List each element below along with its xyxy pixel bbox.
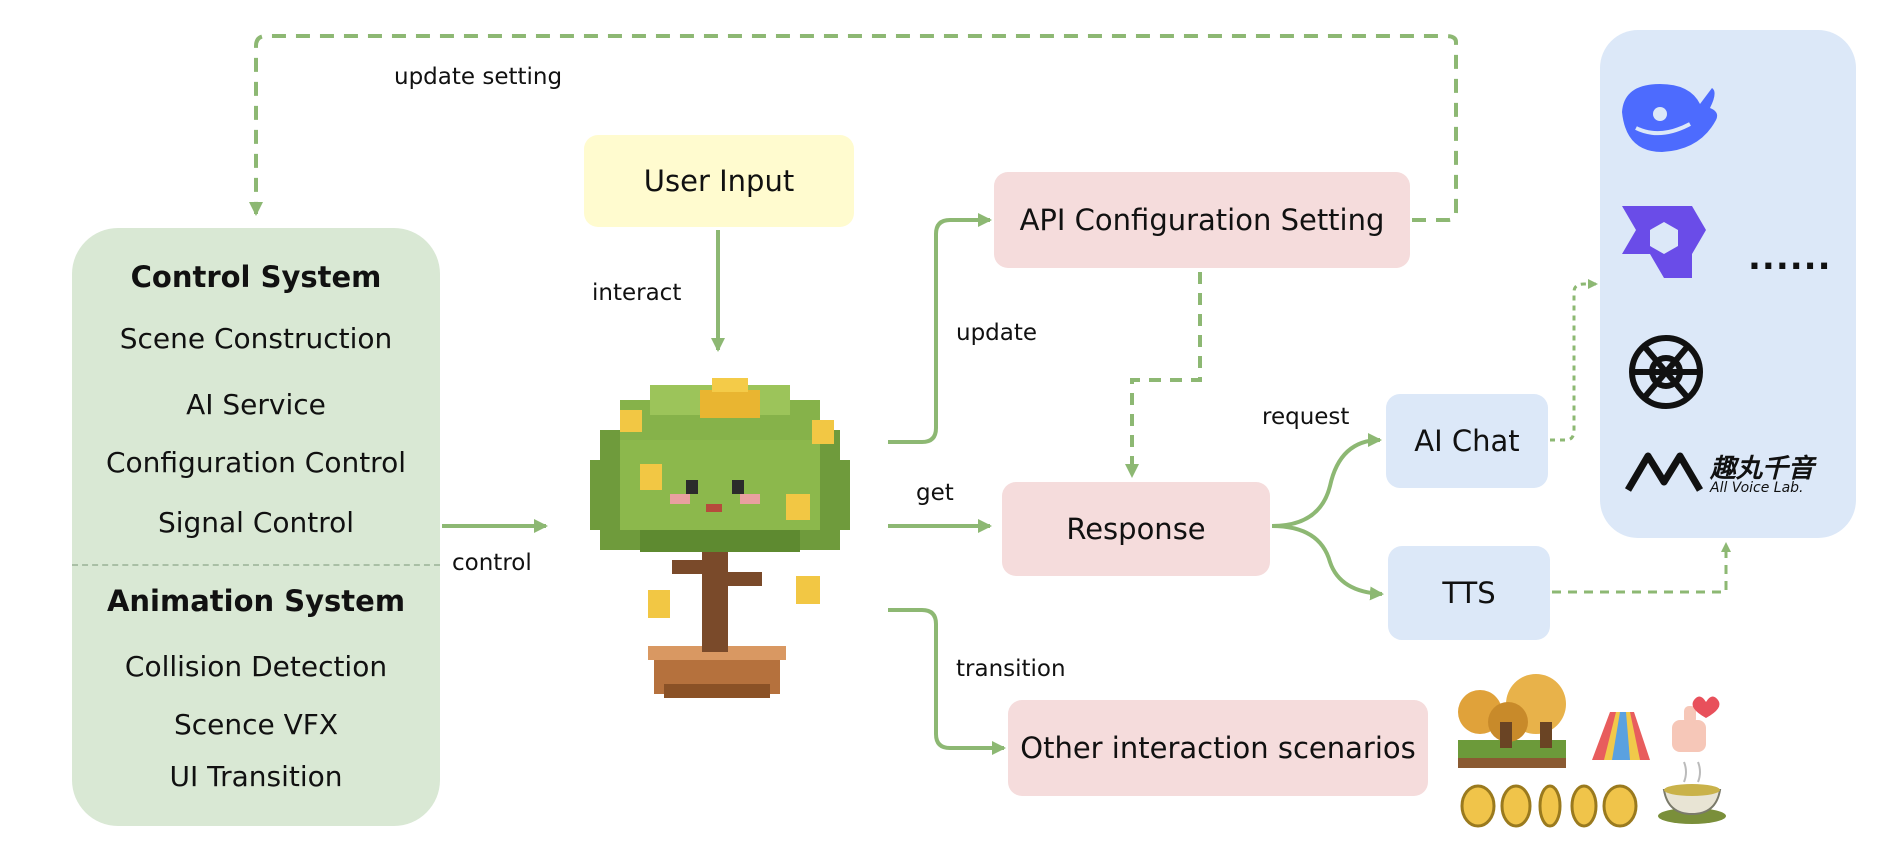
label-transition: transition <box>956 656 1066 682</box>
allvoice-logo-icon <box>1624 452 1704 492</box>
edge-update <box>888 213 992 444</box>
edge-update-setting <box>249 34 1458 222</box>
other-scenarios-node: Other interaction scenarios <box>1008 700 1428 796</box>
thumbs-up-heart-icon <box>1672 696 1720 752</box>
edge-aichat-to-providers <box>1550 279 1598 442</box>
tree-character-icon <box>590 378 850 698</box>
label-request: request <box>1262 404 1350 430</box>
api-config-node: API Configuration Setting <box>994 172 1410 268</box>
panel-divider <box>72 564 440 566</box>
animation-item-scence-vfx: Scence VFX <box>173 708 339 741</box>
tts-node: TTS <box>1388 546 1550 640</box>
edge-response-to-tts <box>1271 524 1384 601</box>
forest-scene-icon <box>1458 674 1566 768</box>
providers-more: ...... <box>1748 238 1832 278</box>
ai-chat-node: AI Chat <box>1386 394 1548 488</box>
control-item-configuration-control: Configuration Control <box>105 446 406 479</box>
rainbow-cape-icon <box>1592 712 1650 760</box>
label-update: update <box>956 320 1038 346</box>
qwen-logo-icon <box>1622 206 1706 278</box>
control-item-scene-construction: Scene Construction <box>119 322 393 355</box>
user-input-node: User Input <box>584 135 854 227</box>
openai-logo-icon <box>1629 335 1703 409</box>
label-update-setting: update setting <box>394 64 563 90</box>
label-interact: interact <box>592 280 682 306</box>
label-control: control <box>452 550 532 576</box>
edge-tts-to-providers <box>1552 542 1731 594</box>
tea-cup-icon <box>1658 761 1726 824</box>
label-get: get <box>916 480 954 506</box>
coins-row-icon <box>1460 784 1638 828</box>
edge-transition <box>888 608 1006 755</box>
edge-config-to-response <box>1125 272 1202 478</box>
animation-item-ui-transition: UI Transition <box>169 760 343 793</box>
animation-system-title: Animation System <box>106 584 406 618</box>
allvoice-logo-cn: 趣丸千音 <box>1710 454 1815 484</box>
control-item-ai-service: AI Service <box>186 388 326 421</box>
animation-item-collision-detection: Collision Detection <box>124 650 388 683</box>
control-item-signal-control: Signal Control <box>157 506 355 539</box>
edge-response-to-aichat <box>1271 433 1382 528</box>
control-system-title: Control System <box>130 260 382 294</box>
response-node: Response <box>1002 482 1270 576</box>
system-panel: Control System Scene Construction AI Ser… <box>72 228 440 826</box>
allvoice-logo-en: All Voice Lab. <box>1710 480 1804 496</box>
deepseek-whale-icon <box>1622 84 1718 152</box>
